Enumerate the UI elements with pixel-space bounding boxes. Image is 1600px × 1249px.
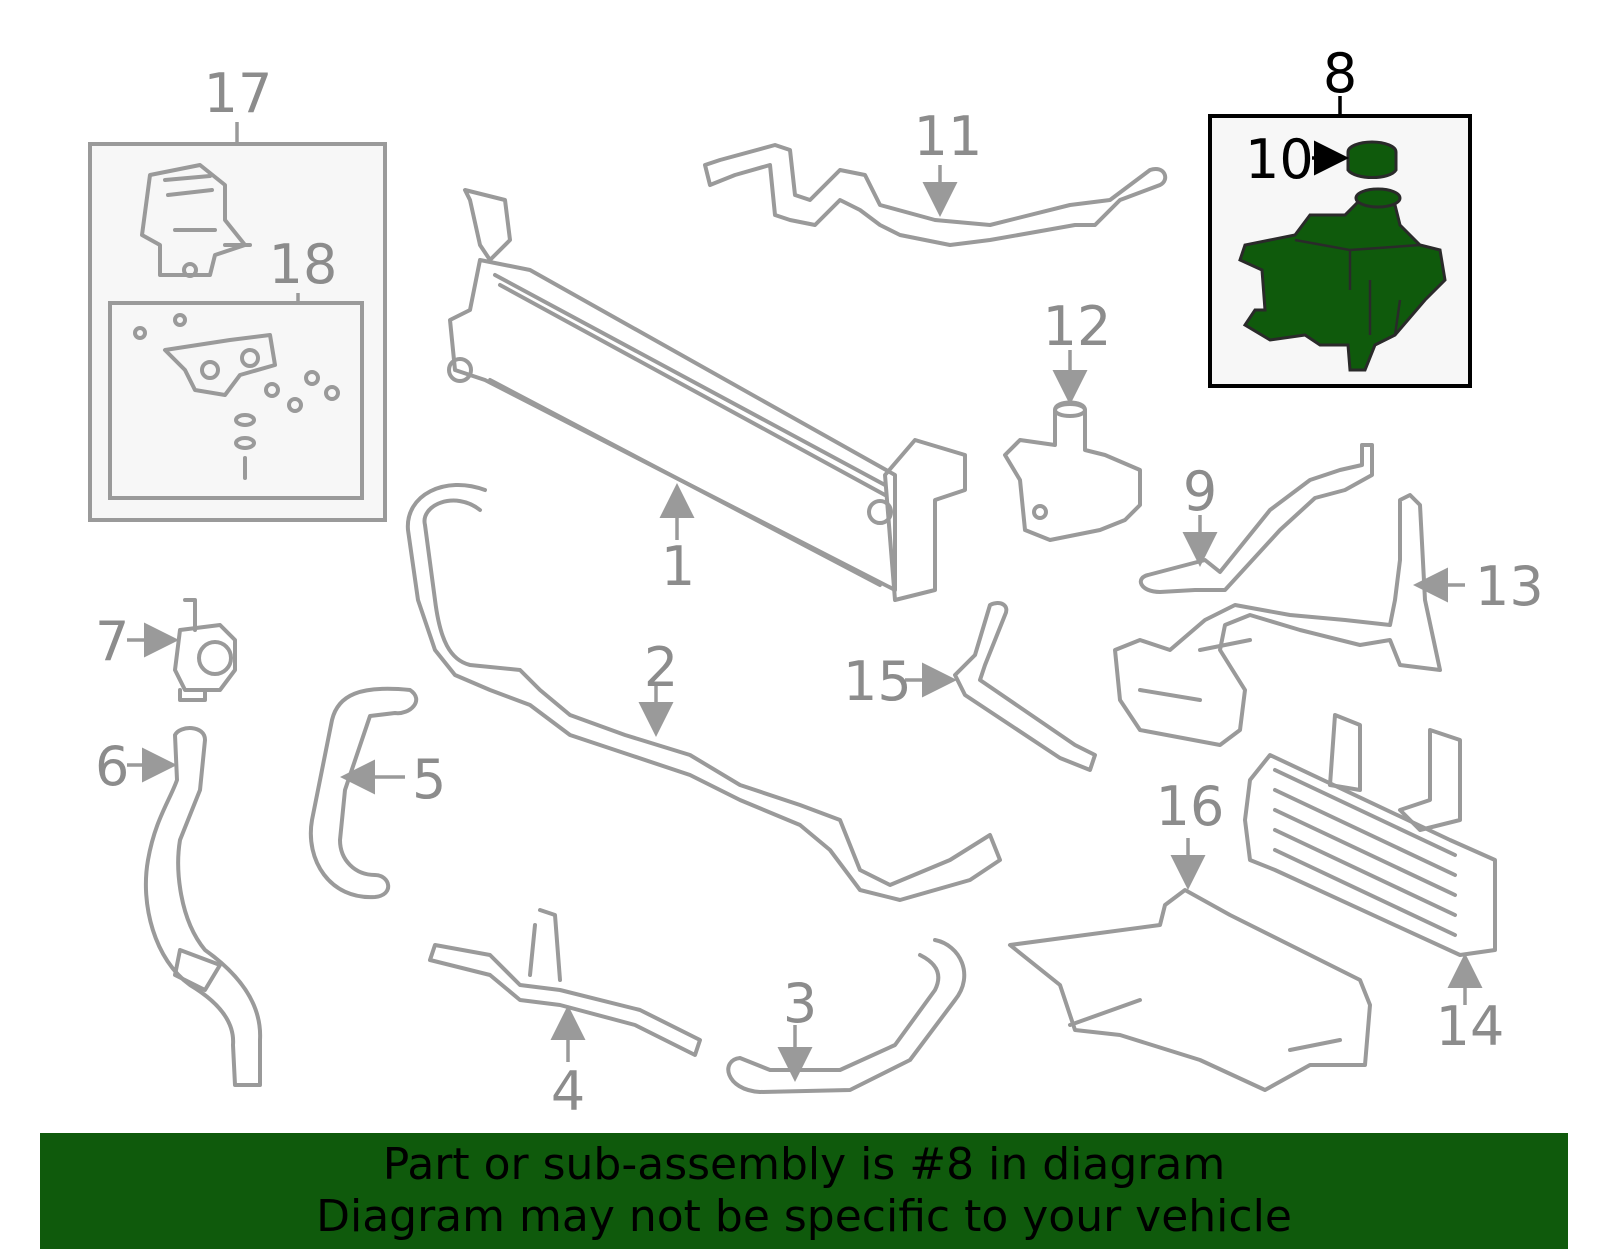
banner-line-2: Diagram may not be specific to your vehi… — [316, 1191, 1292, 1242]
banner-line-1: Part or sub-assembly is #8 in diagram — [382, 1139, 1226, 1190]
part-11-pipe[interactable] — [703, 143, 1168, 247]
part-8-coolant-reservoir[interactable] — [1238, 187, 1447, 372]
part-3-hose[interactable] — [726, 938, 967, 1094]
callout-17: 17 — [204, 62, 273, 125]
callout-16: 16 — [1156, 775, 1225, 838]
part-15-pipe[interactable] — [905, 601, 1097, 772]
callout-10: 10 — [1245, 128, 1314, 191]
part-12-pump[interactable] — [1003, 350, 1142, 542]
callout-7: 7 — [95, 610, 129, 673]
callout-2: 2 — [644, 636, 678, 699]
part-14-cooler[interactable] — [1243, 713, 1497, 1005]
info-banner: Part or sub-assembly is #8 in diagram Di… — [40, 1133, 1568, 1249]
part-2-hose[interactable] — [405, 483, 1002, 902]
callout-18: 18 — [269, 233, 338, 296]
callout-11: 11 — [914, 105, 983, 168]
callout-12: 12 — [1043, 295, 1112, 358]
part-10-cap[interactable] — [1312, 140, 1398, 179]
callout-6: 6 — [95, 735, 129, 798]
part-9-bracket[interactable] — [1138, 443, 1374, 594]
callout-5: 5 — [412, 748, 446, 811]
callout-13: 13 — [1475, 555, 1544, 618]
part-6-hose[interactable] — [127, 726, 263, 1087]
callout-4: 4 — [551, 1060, 585, 1123]
part-13-bracket[interactable] — [1113, 493, 1465, 747]
part-4-pipe[interactable] — [428, 908, 702, 1062]
callout-8: 8 — [1323, 42, 1357, 105]
part-18-box[interactable] — [108, 293, 364, 500]
part-7-sensor[interactable] — [127, 598, 237, 702]
callout-14: 14 — [1436, 995, 1505, 1058]
callout-3: 3 — [783, 972, 817, 1035]
callout-15: 15 — [843, 650, 912, 713]
part-5-hose[interactable] — [308, 686, 419, 900]
callout-1: 1 — [661, 535, 695, 598]
callout-9: 9 — [1183, 460, 1217, 523]
part-1-radiator[interactable] — [447, 188, 967, 602]
part-16-shield[interactable] — [1008, 838, 1372, 1092]
